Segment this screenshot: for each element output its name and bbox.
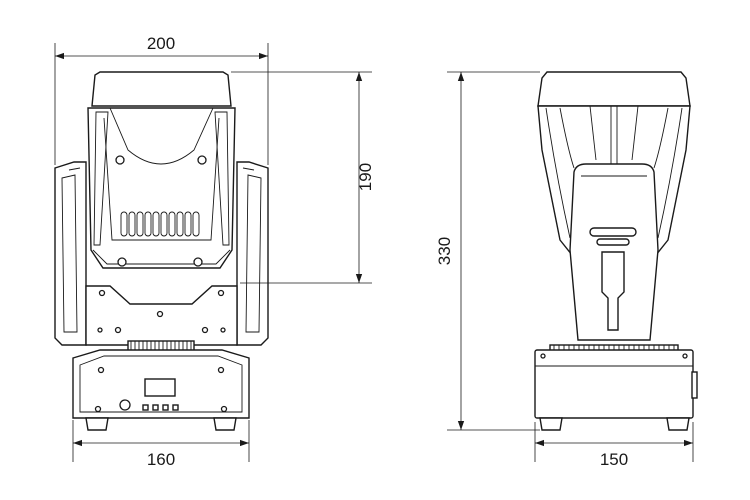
- dimension-lines: [54, 43, 694, 462]
- front-button: [142, 404, 149, 411]
- front-display: [144, 378, 176, 397]
- dim-label-200: 200: [147, 34, 175, 53]
- side-tilt-lock: [601, 251, 625, 331]
- front-button: [162, 404, 169, 411]
- front-view: [54, 71, 269, 431]
- screw: [193, 257, 203, 267]
- front-button: [172, 404, 179, 411]
- dim-label-330: 330: [435, 237, 454, 265]
- side-connector: [691, 371, 698, 399]
- front-vent-grille: [120, 211, 200, 237]
- front-power-socket: [119, 399, 131, 411]
- dim-label-190: 190: [356, 163, 375, 191]
- side-head-top: [537, 71, 691, 107]
- dim-label-160: 160: [147, 450, 175, 469]
- front-left-yoke-arm: [54, 161, 87, 346]
- front-head-top: [91, 71, 232, 107]
- front-foot-left: [85, 417, 109, 431]
- side-view: [534, 71, 698, 431]
- screw: [117, 257, 127, 267]
- front-foot-right: [213, 417, 237, 431]
- side-handle-bottom: [596, 238, 630, 246]
- front-right-yoke-arm: [236, 161, 269, 346]
- side-foot-right: [666, 417, 690, 431]
- screw: [115, 155, 125, 165]
- front-button: [152, 404, 159, 411]
- side-handle-top: [589, 227, 637, 237]
- screw: [197, 155, 207, 165]
- side-foot-left: [539, 417, 563, 431]
- side-base: [534, 349, 694, 419]
- front-head-body: [87, 107, 236, 269]
- dim-label-150: 150: [600, 450, 628, 469]
